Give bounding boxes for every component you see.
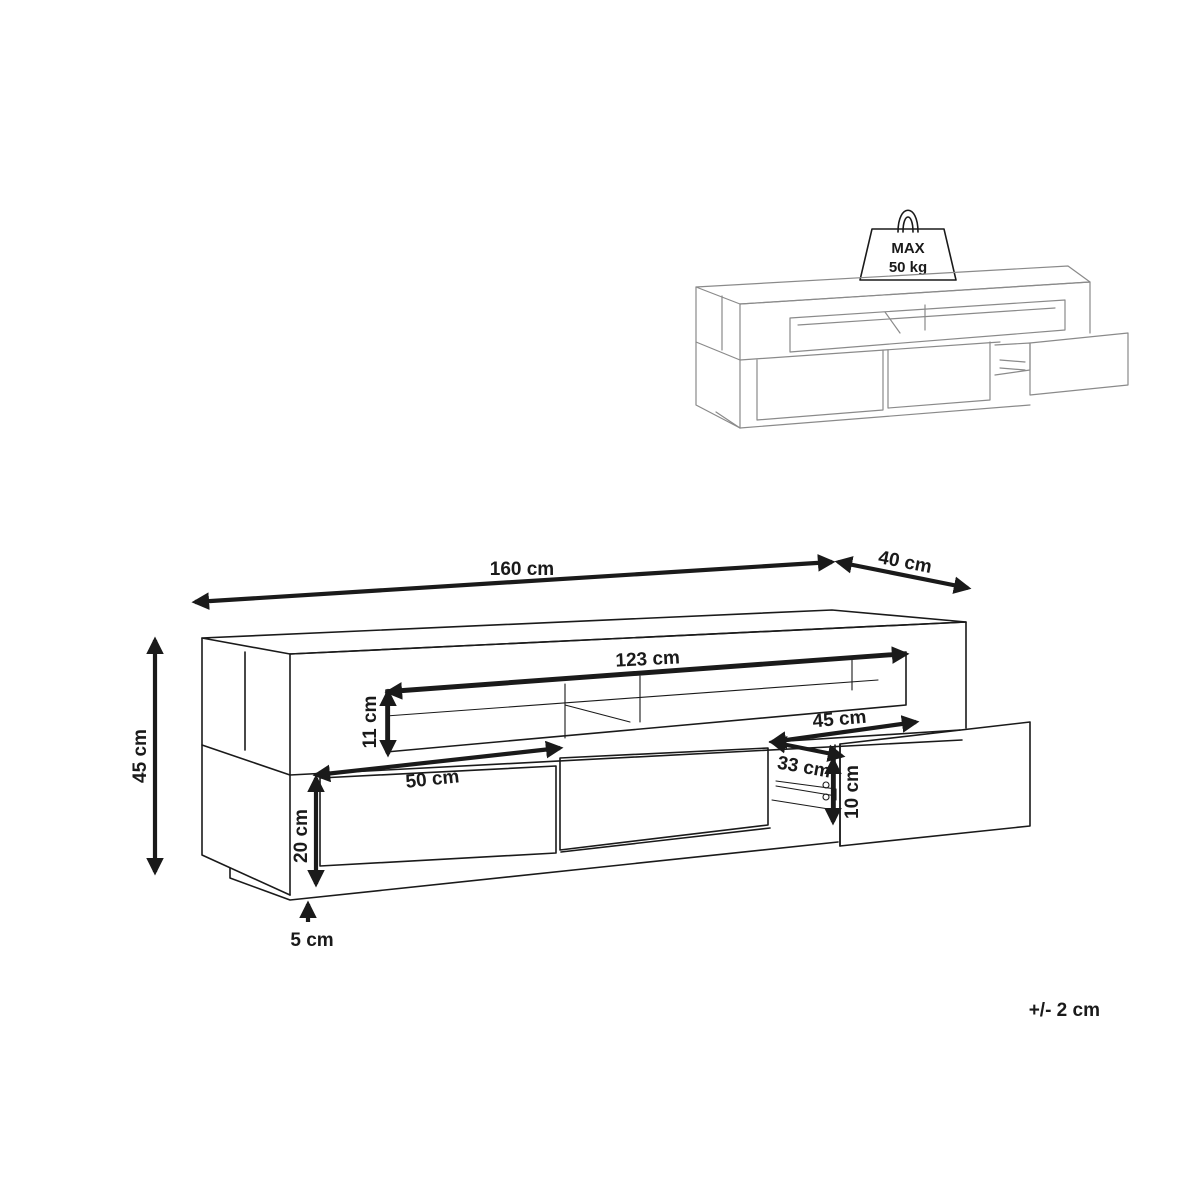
width-arrow (191, 554, 836, 610)
weight-badge-line2: 50 kg (889, 259, 927, 276)
drawer-height-label: 20 cm (291, 809, 312, 863)
preview-cabinet (695, 265, 1129, 429)
shelf-width-arrow (384, 646, 910, 700)
dimension-labels: 160 cm 40 cm 45 cm 123 cm 11 cm 50 cm 20… (130, 547, 1100, 1021)
small-drawer-height-label: 10 cm (842, 765, 863, 819)
tolerance-note: +/- 2 cm (1029, 1000, 1100, 1021)
drawer-width-label: 50 cm (405, 766, 461, 793)
dimension-lines (146, 554, 972, 922)
drawer-rail-screws (822, 781, 830, 801)
shelf-width-label: 123 cm (615, 647, 680, 671)
width-label: 160 cm (490, 559, 554, 580)
height-label: 45 cm (130, 729, 151, 783)
weight-bag-icon: MAX 50 kg (859, 209, 957, 281)
weight-badge-line1: MAX (891, 240, 924, 257)
small-drawer-depth-label: 33 cm (776, 753, 833, 783)
small-drawer-width-label: 45 cm (812, 707, 868, 733)
preview-illustration: MAX 50 kg (695, 209, 1129, 429)
small-drawer-depth-arrow (768, 736, 846, 762)
shelf-height-label: 11 cm (360, 696, 381, 749)
drawer-width-arrow (312, 740, 564, 783)
plinth-height-label: 5 cm (290, 930, 333, 951)
depth-arrow (834, 556, 972, 594)
